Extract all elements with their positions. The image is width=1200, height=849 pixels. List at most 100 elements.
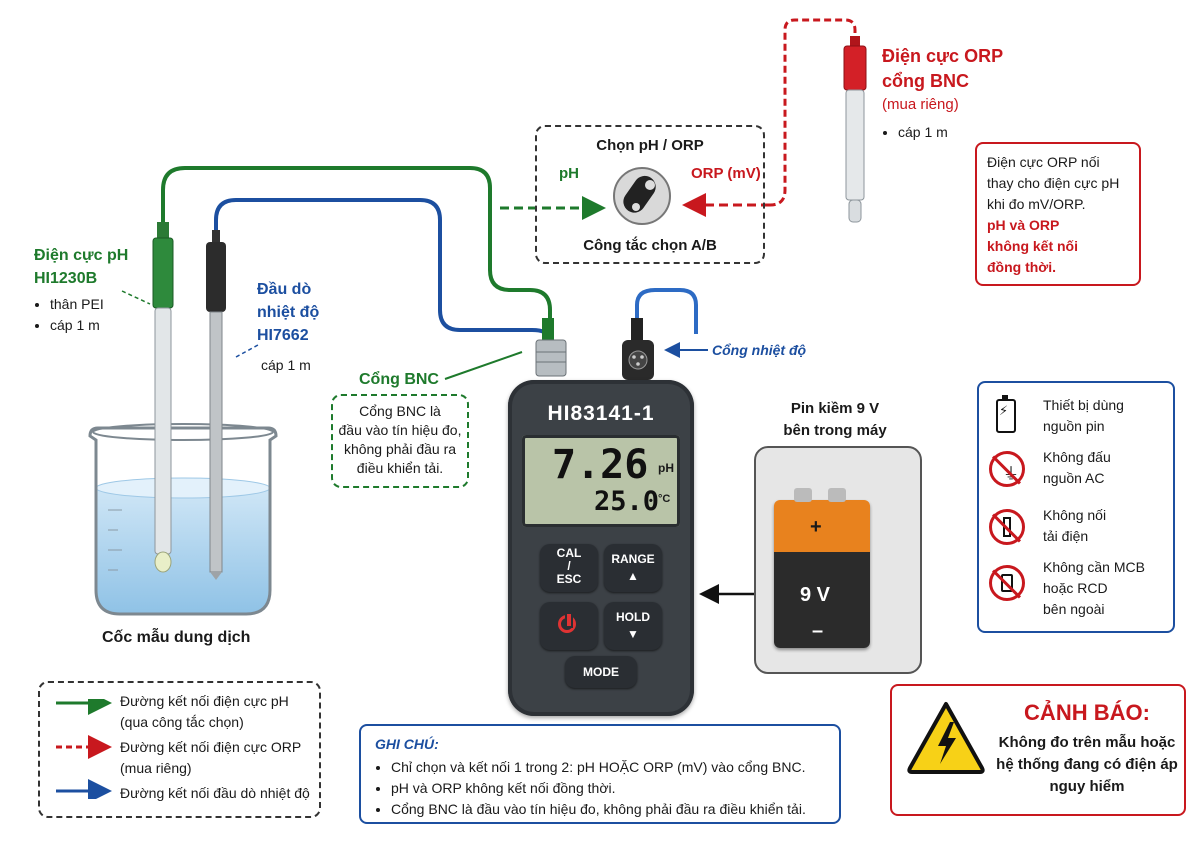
temp-port-label: Cổng nhiệt độ <box>712 342 807 358</box>
notes-box: GHI CHÚ: Chỉ chọn và kết nối 1 trong 2: … <box>359 724 841 824</box>
ph-electrode-bullets: thân PEI cáp 1 m <box>34 294 128 336</box>
power-info-line: Không đấu <box>1043 449 1111 465</box>
power-info-line: Không nối <box>1043 507 1107 523</box>
hold-button[interactable]: HOLD ▼ <box>604 602 662 650</box>
selector-ph-label: pH <box>559 165 579 182</box>
orp-note-warning: không kết nối <box>987 238 1078 254</box>
hold-label: HOLD <box>616 610 650 624</box>
orp-note-warning: đồng thời. <box>987 259 1057 275</box>
bnc-note-line: không phải đầu ra <box>343 441 457 457</box>
battery-title-line: Pin kiềm 9 V <box>790 400 880 417</box>
warning-line: nguy hiểm <box>1049 778 1125 795</box>
legend-line: Đường kết nối điện cực pH <box>120 693 289 709</box>
temp-cable <box>214 198 550 339</box>
legend-item-temp: Đường kết nối đầu dò nhiệt độ <box>120 783 310 804</box>
battery-title-line: bên trong máy <box>783 422 887 439</box>
power-info-item: Không nối tải điện <box>989 505 1163 557</box>
bnc-note-line: Cổng BNC là <box>359 403 441 419</box>
temp-probe-label: Đầu dò nhiệt độ HI7662 cáp 1 m <box>257 278 319 376</box>
power-info-line: Không cần MCB <box>1043 559 1145 575</box>
power-info-box: ⚡ Thiết bị dùng nguồn pin ⏚ Không đấu ng… <box>977 381 1175 633</box>
no-load-icon <box>989 509 1025 545</box>
note-item: pH và ORP không kết nối đồng thời. <box>391 778 825 799</box>
warning-box: CẢNH BÁO: Không đo trên mẫu hoặc hệ thốn… <box>890 684 1186 816</box>
line-legend-box: Đường kết nối điện cực pH (qua công tắc … <box>38 681 321 818</box>
ph-electrode-icon <box>152 222 174 573</box>
notes-list: Chỉ chọn và kết nối 1 trong 2: pH HOẶC O… <box>375 757 825 820</box>
power-info-line: tải điện <box>1043 528 1089 544</box>
power-button[interactable] <box>540 602 598 650</box>
up-arrow-icon: ▲ <box>627 569 639 583</box>
temp-reading: 25.0 <box>594 486 660 517</box>
warning-text: Không đo trên mẫu hoặc hệ thống đang có … <box>992 732 1182 798</box>
ph-electrode-title: Điện cực pH <box>34 247 129 264</box>
temp-probe-icon <box>206 230 226 580</box>
cal-esc-button[interactable]: CAL / ESC <box>540 544 598 592</box>
ph-unit: pH <box>658 461 674 475</box>
orp-note-warning: pH và ORP <box>987 217 1060 233</box>
note-item: Chỉ chọn và kết nối 1 trong 2: pH HOẶC O… <box>391 757 825 778</box>
orp-note-line: Điện cực ORP nối <box>987 154 1100 170</box>
bnc-connector-icon <box>535 318 567 377</box>
temp-connector-icon <box>622 318 654 380</box>
power-info-line: hoặc RCD <box>1043 580 1108 596</box>
temp-probe-note: cáp 1 m <box>261 357 311 373</box>
orp-note-line: thay cho điện cực pH <box>987 175 1120 191</box>
high-voltage-warning-icon <box>907 702 985 774</box>
legend-line: (qua công tắc chọn) <box>120 714 244 730</box>
no-ac-plug-icon: ⏚ <box>989 451 1025 487</box>
orp-electrode-label: Điện cực ORP cổng BNC (mua riêng) cáp 1 … <box>882 44 1003 143</box>
ph-cable <box>161 166 552 338</box>
orp-electrode-bullets: cáp 1 m <box>882 122 1003 143</box>
orp-cable <box>769 18 857 207</box>
temp-probe-title: Đầu dò <box>257 281 312 298</box>
bnc-note-line: đầu vào tín hiệu đo, <box>338 422 462 438</box>
battery-voltage: 9 V <box>800 584 831 606</box>
range-button[interactable]: RANGE ▲ <box>604 544 662 592</box>
battery-terminal-icon <box>828 488 846 502</box>
ph-reading: 7.26 <box>552 442 649 488</box>
temp-port-cable <box>635 288 698 334</box>
power-info-line: bên ngoài <box>1043 601 1105 617</box>
mode-button[interactable]: MODE <box>565 656 637 688</box>
power-info-item: ⚡ Thiết bị dùng nguồn pin <box>989 395 1163 447</box>
ph-electrode-model: HI1230B <box>34 270 98 287</box>
meter-model: HI83141-1 <box>547 402 655 425</box>
selector-title: Chọn pH / ORP <box>596 137 704 154</box>
selector-box: Chọn pH / ORP pH ORP (mV) Công tắc chọn … <box>535 125 765 264</box>
battery-title: Pin kiềm 9 V bên trong máy <box>760 398 910 442</box>
selector-switch-icon <box>613 167 671 225</box>
legend-item-orp: Đường kết nối điện cực ORP (mua riêng) <box>120 737 301 779</box>
battery-minus: – <box>812 620 824 642</box>
range-label: RANGE <box>611 552 655 566</box>
orp-note-line: khi đo mV/ORP. <box>987 196 1086 212</box>
temp-probe-title-2: nhiệt độ <box>257 304 320 321</box>
warning-line: Không đo trên mẫu hoặc <box>998 734 1176 751</box>
note-item: Cổng BNC là đầu vào tín hiệu đo, không p… <box>391 799 825 820</box>
selector-caption: Công tắc chọn A/B <box>583 237 717 254</box>
warning-line: hệ thống đang có điện áp <box>996 756 1178 773</box>
power-info-line: nguồn pin <box>1043 418 1105 434</box>
beaker-icon <box>88 423 278 616</box>
orp-electrode-subtitle: (mua riêng) <box>882 96 959 113</box>
battery-terminal-icon <box>794 488 812 502</box>
battery-icon: + 9 V – <box>774 500 870 648</box>
bnc-port-label: Cổng BNC <box>359 371 439 388</box>
power-info-item: Không cần MCB hoặc RCD bên ngoài <box>989 557 1163 620</box>
power-info-item: ⏚ Không đấu nguồn AC <box>989 447 1163 505</box>
cal-label: CAL <box>556 546 582 560</box>
selector-orp-label: ORP (mV) <box>691 165 761 182</box>
orp-electrode-title-2: cổng BNC <box>882 71 969 91</box>
orp-note-box: Điện cực ORP nối thay cho điện cực pH kh… <box>975 142 1141 286</box>
ph-electrode-bullet: thân PEI <box>50 294 128 315</box>
orp-electrode-title: Điện cực ORP <box>882 46 1004 66</box>
temp-probe-model: HI7662 <box>257 327 309 344</box>
esc-label: ESC <box>556 572 582 586</box>
temp-unit: °C <box>658 493 671 505</box>
meter-display: 7.26 pH 25.0 °C <box>522 435 680 527</box>
no-breaker-icon <box>989 565 1025 601</box>
orp-electrode-icon <box>843 36 867 223</box>
down-arrow-icon: ▼ <box>627 627 639 641</box>
battery-icon: ⚡ <box>989 395 1023 433</box>
legend-item-ph: Đường kết nối điện cực pH (qua công tắc … <box>120 691 289 733</box>
